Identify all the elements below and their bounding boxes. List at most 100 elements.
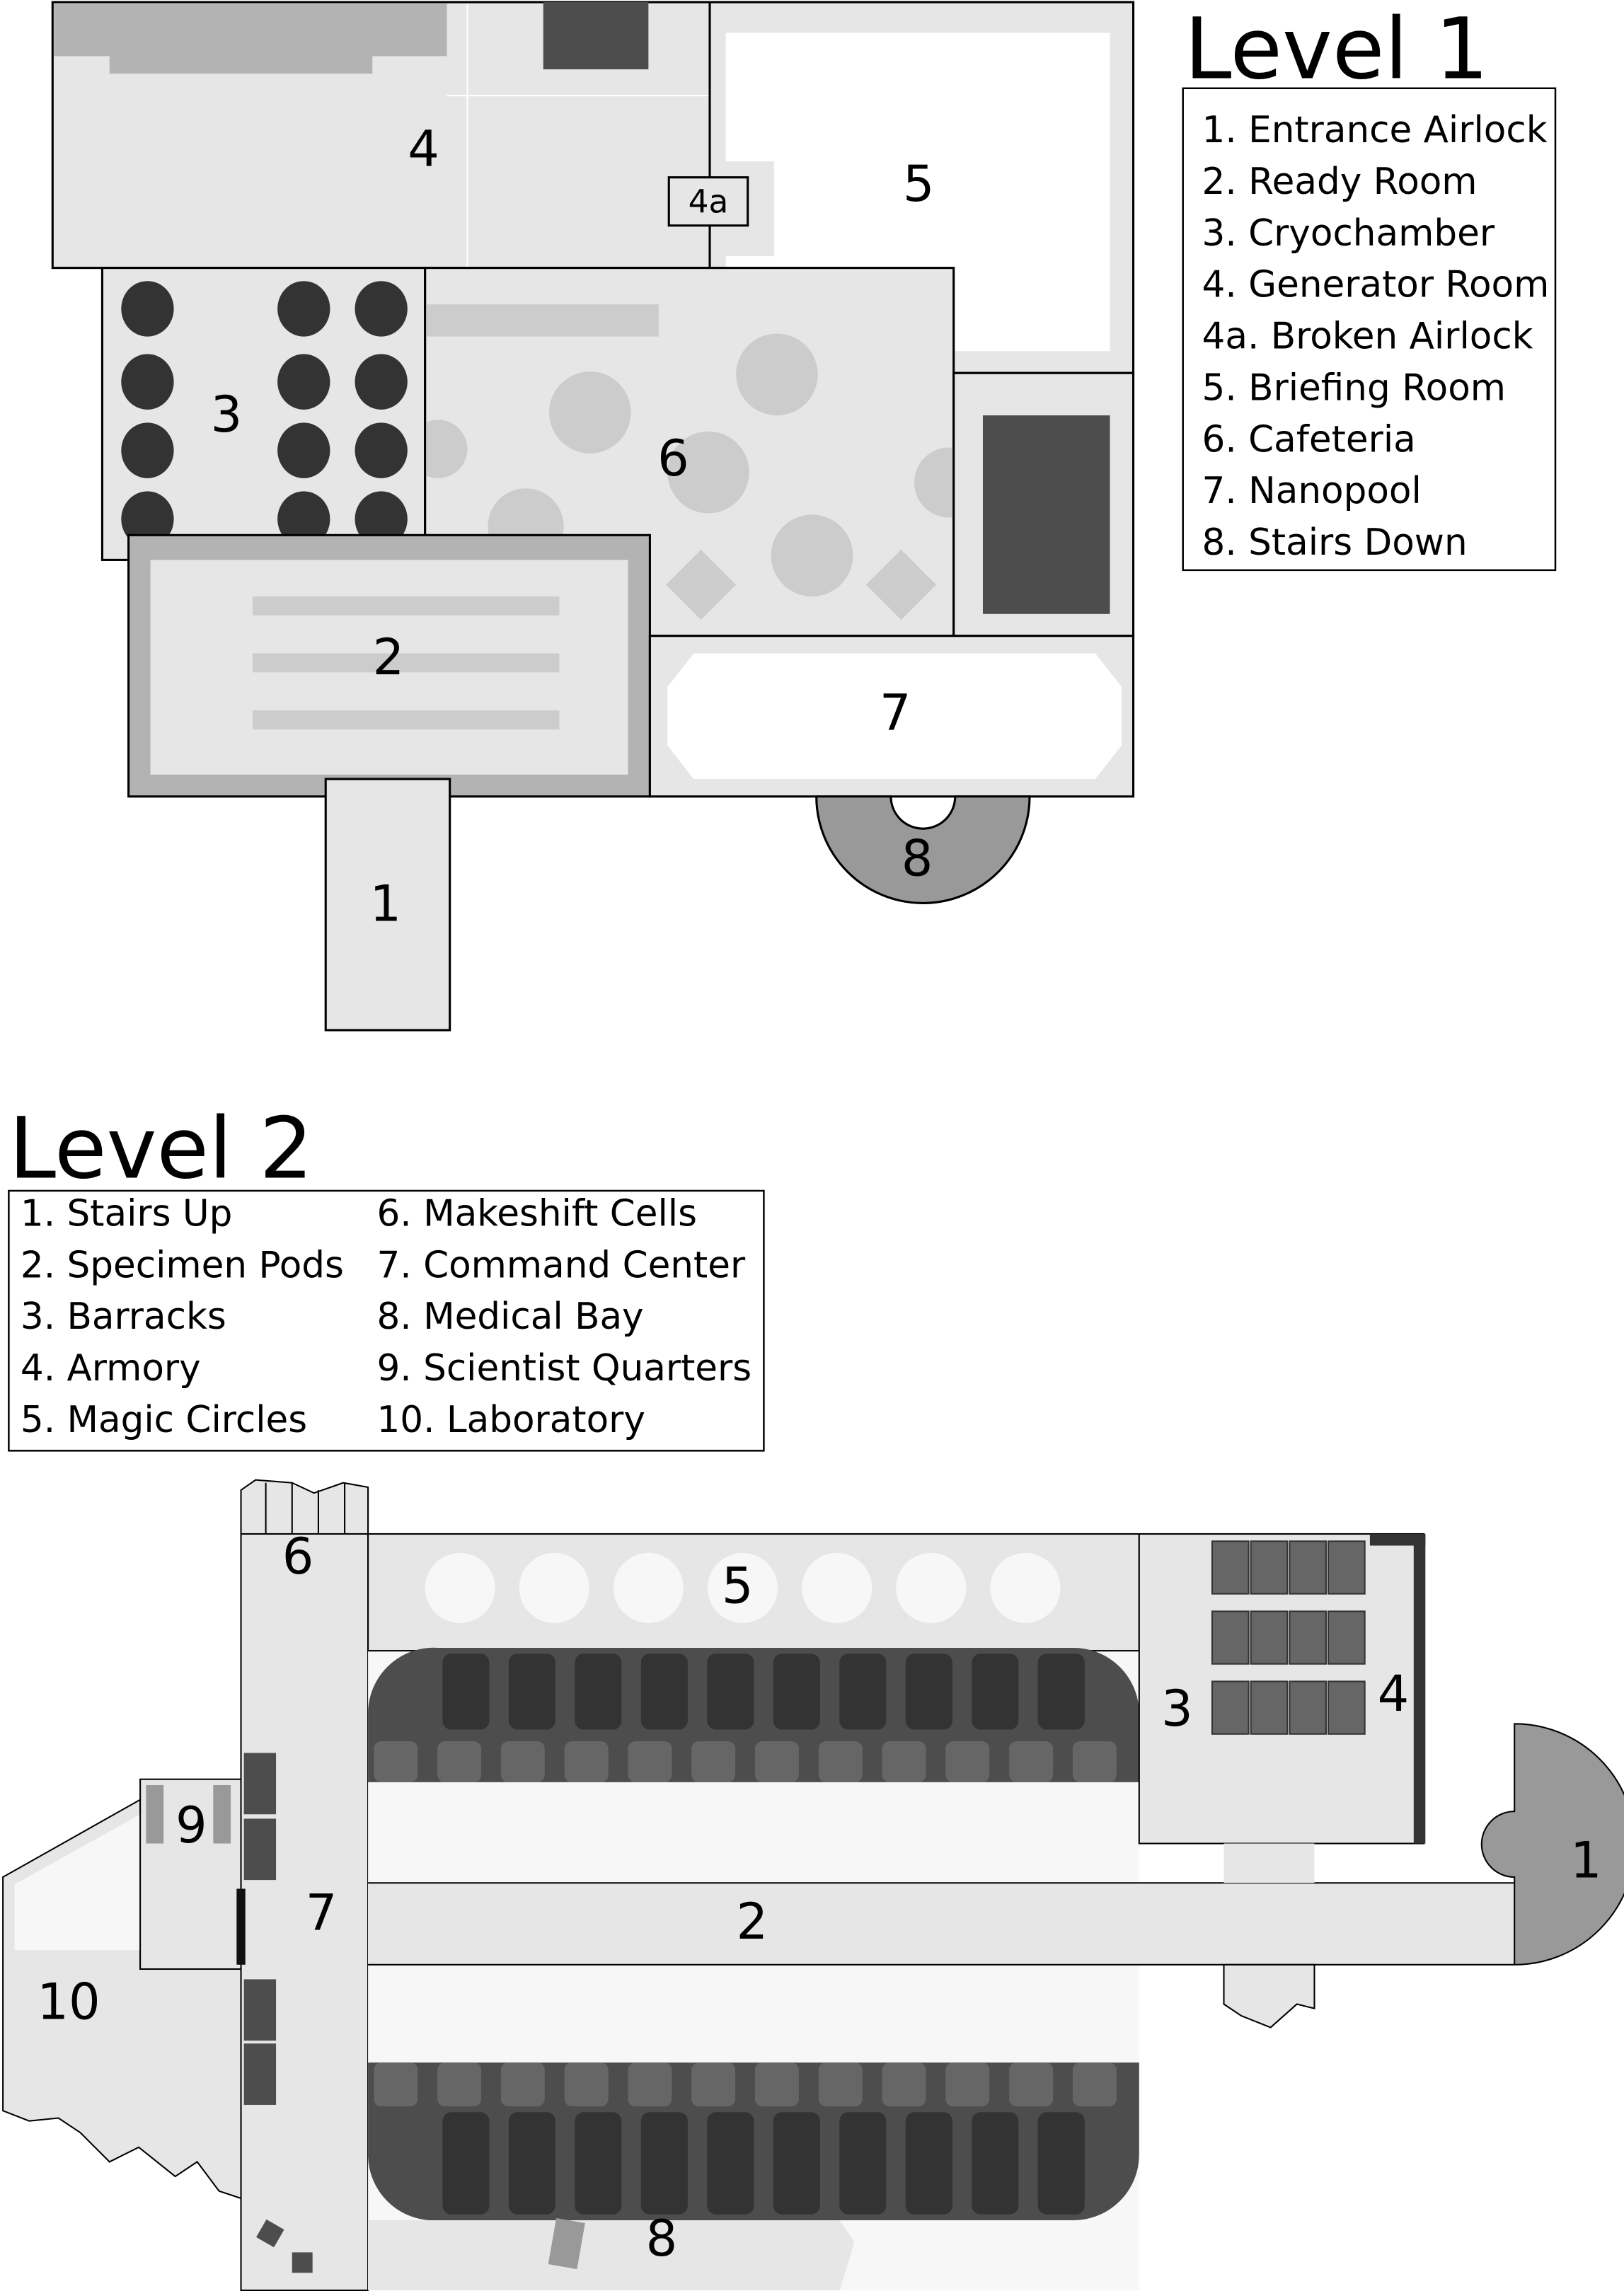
specimen-pod: [1037, 1654, 1085, 1730]
legend-item: 1. Stairs Up: [21, 1193, 232, 1235]
armory-locker: [1289, 1610, 1328, 1665]
machine-block: [982, 415, 1110, 614]
armory-lockers: [1211, 1540, 1366, 1735]
specimen-pod: [972, 2112, 1019, 2215]
legend-item: 3. Cryochamber: [1202, 212, 1495, 255]
generator-block: [543, 2, 649, 69]
l2-label-6: 6: [282, 1528, 314, 1586]
l2-label-2: 2: [737, 1893, 768, 1951]
specimen-pod: [972, 1654, 1019, 1730]
specimen-pod: [437, 1741, 482, 1782]
magic-circle: [802, 1552, 873, 1623]
specimen-pod: [755, 2062, 799, 2107]
l2-label-1: 1: [1570, 1831, 1602, 1889]
medical-bay: [368, 2220, 855, 2291]
legend-item: 2. Specimen Pods: [21, 1244, 344, 1286]
label-5: 5: [903, 155, 935, 213]
specimen-pod: [691, 2062, 736, 2107]
specimen-pod: [1072, 1741, 1117, 1782]
label-1: 1: [370, 875, 402, 933]
specimen-pod: [945, 1741, 990, 1782]
specimen-pod: [508, 2112, 555, 2215]
legend-item: 8. Stairs Down: [1202, 521, 1468, 564]
specimen-pod: [882, 1741, 926, 1782]
specimen-pod: [628, 2062, 672, 2107]
specimen-pod: [1037, 2112, 1085, 2215]
generator-band: [54, 4, 447, 74]
magic-circle: [613, 1552, 684, 1623]
l2-label-10: 10: [37, 1973, 100, 2031]
legend-item: 3. Barracks: [21, 1295, 226, 1338]
specimen-pod: [575, 1654, 622, 1730]
level2-labels: 1 2 3 4 5 6 7 8 9 10: [37, 1528, 1601, 2268]
specimen-pod: [691, 1741, 736, 1782]
legend-item: 1. Entrance Airlock: [1202, 109, 1548, 151]
label-8: 8: [902, 830, 933, 888]
legend-item: 8. Medical Bay: [376, 1295, 643, 1338]
specimen-pod: [905, 1654, 952, 1730]
level2-legend-items: 1. Stairs Up 2. Specimen Pods 3. Barracks 4…: [21, 1193, 751, 1441]
cryo-pods: [121, 281, 408, 547]
magic-circle: [896, 1552, 967, 1623]
l2-label-8: 8: [646, 2210, 678, 2268]
l2-label-3: 3: [1161, 1680, 1193, 1738]
magic-circle: [425, 1552, 495, 1623]
specimen-pod: [773, 1654, 820, 1730]
legend-item: 5. Briefing Room: [1202, 367, 1506, 409]
legend-item: 5. Magic Circles: [21, 1399, 307, 1441]
level1-legend-items: 1. Entrance Airlock 2. Ready Room 3. Cryoc…: [1202, 109, 1550, 564]
broken-airlock: [667, 176, 749, 227]
level2-legend: [8, 1189, 765, 1452]
specimen-pod: [564, 1741, 609, 1782]
specimen-pod: [773, 2112, 820, 2215]
legend-item: 7. Command Center: [376, 1244, 745, 1286]
legend-item: 7. Nanopool: [1202, 470, 1422, 512]
legend-item: 6. Cafeteria: [1202, 418, 1416, 461]
armory-locker: [1211, 1540, 1250, 1595]
label-2: 2: [373, 628, 405, 686]
l2-label-7: 7: [306, 1884, 338, 1942]
specimen-pod: [1072, 2062, 1117, 2107]
l2-label-4: 4: [1378, 1665, 1410, 1723]
stairs-up: [1480, 1723, 1624, 1966]
legend-item: 6. Makeshift Cells: [376, 1193, 697, 1235]
legend-item: 2. Ready Room: [1202, 161, 1478, 203]
armory-locker: [1328, 1540, 1366, 1595]
specimen-pod: [500, 2062, 545, 2107]
specimen-pod: [707, 1654, 754, 1730]
specimen-pod: [508, 1654, 555, 1730]
l2-label-9: 9: [175, 1796, 207, 1854]
magic-circle: [707, 1552, 778, 1623]
l2-label-5: 5: [722, 1557, 754, 1615]
legend-item: 4a. Broken Airlock: [1202, 316, 1533, 358]
specimen-pod: [640, 1654, 688, 1730]
level1-title: Level 1: [1185, 0, 1489, 98]
specimen-pod: [640, 2112, 688, 2215]
level1-legend: [1182, 87, 1557, 572]
specimen-pod: [755, 1741, 799, 1782]
armory-locker: [1250, 1610, 1289, 1665]
entrance-airlock: [324, 778, 451, 1032]
label-6: 6: [657, 429, 689, 487]
specimen-pod: [882, 2062, 926, 2107]
stairs-down: [815, 795, 1031, 904]
armory-locker: [1211, 1680, 1250, 1735]
nanopool: [667, 653, 1122, 779]
legend-item: 4. Armory: [21, 1347, 201, 1390]
specimen-pod: [839, 2112, 887, 2215]
armory-locker: [1328, 1610, 1366, 1665]
armory-locker: [1289, 1540, 1328, 1595]
level2-title: Level 2: [8, 1100, 313, 1198]
specimen-pod: [839, 1654, 887, 1730]
legend-item: 9. Scientist Quarters: [376, 1347, 751, 1390]
specimen-pod: [1009, 2062, 1054, 2107]
legend-item: 10. Laboratory: [376, 1399, 645, 1441]
specimen-pod: [442, 1654, 490, 1730]
armory-locker: [1211, 1610, 1250, 1665]
command-center: [240, 1533, 369, 2291]
specimen-pod: [442, 2112, 490, 2215]
specimen-pod: [818, 2062, 863, 2107]
specimen-pod: [374, 1741, 418, 1782]
specimen-pod: [500, 1741, 545, 1782]
